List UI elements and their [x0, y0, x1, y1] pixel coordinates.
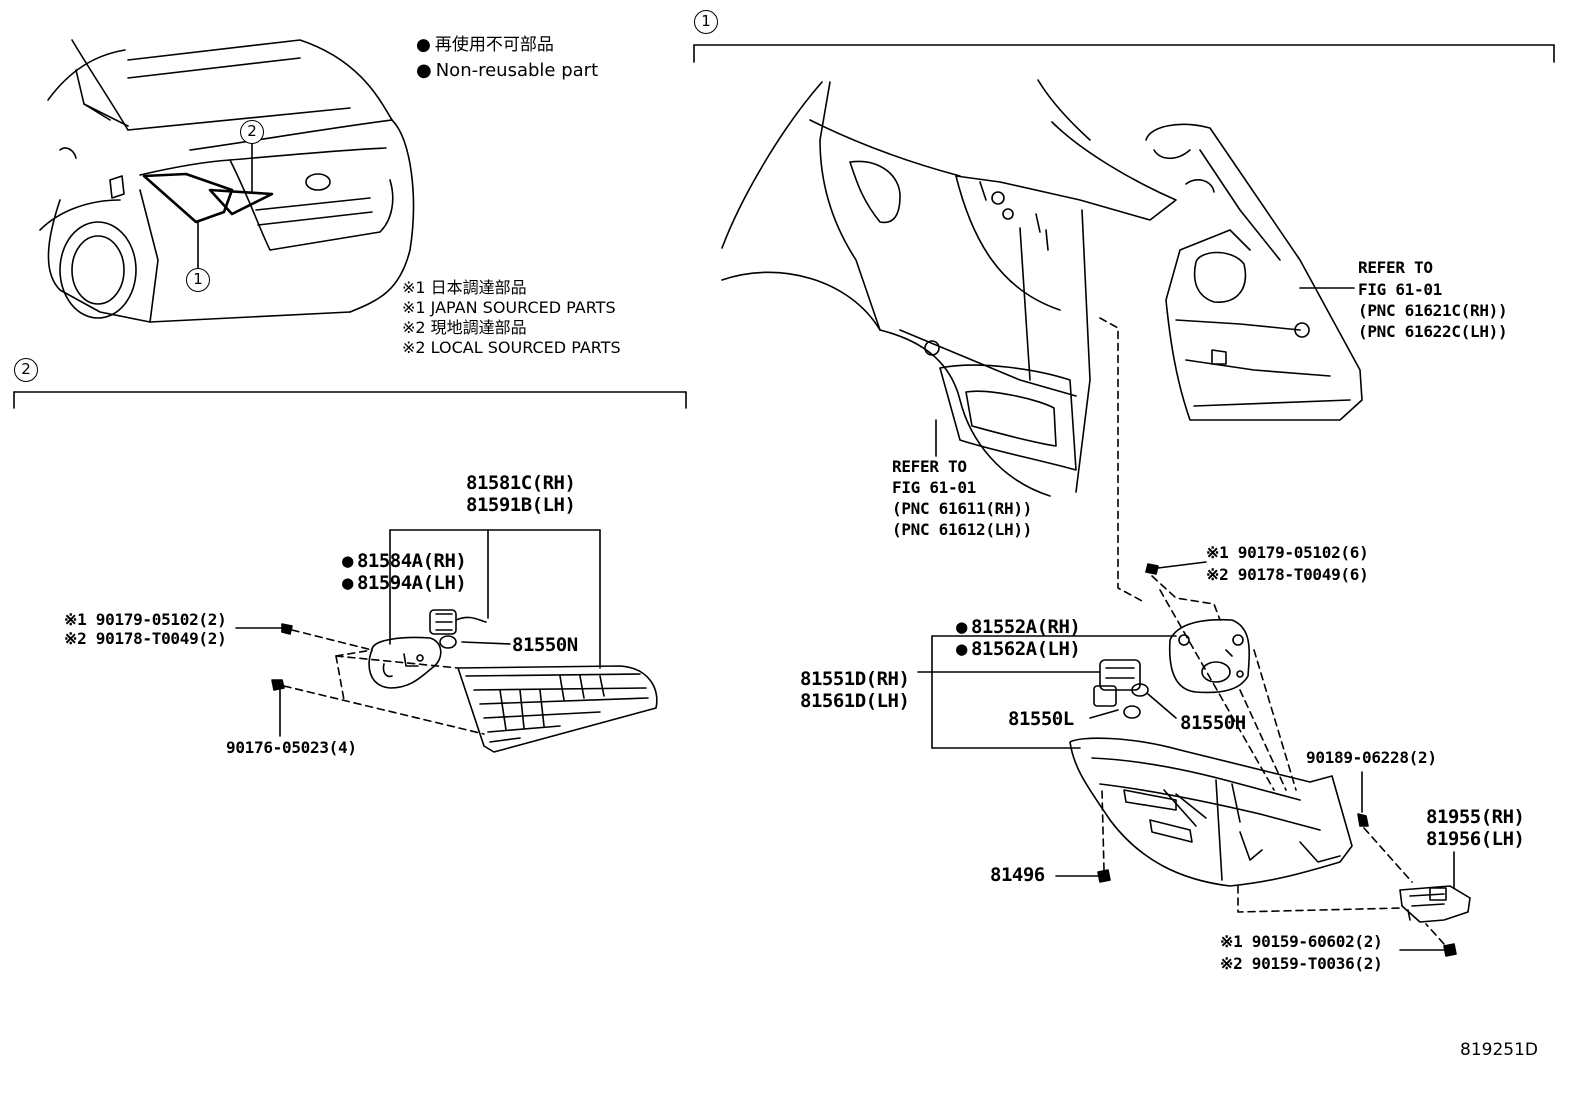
ref-b-1: REFER TO: [1358, 258, 1433, 277]
label-81562A: 81562A(LH): [956, 638, 1081, 660]
label-81550H: 81550H: [1180, 712, 1246, 734]
section2-bracket: [13, 391, 687, 409]
ref-b-3: (PNC 61621C(RH)): [1358, 301, 1508, 320]
label-81955: 81955(RH): [1426, 806, 1525, 828]
legend-nonreusable-jp: 再使用不可部品: [416, 34, 554, 56]
bracket-81955: [1399, 885, 1471, 923]
label-81594A: 81594A(LH): [342, 572, 467, 594]
section-marker-2: 2: [14, 358, 38, 382]
label-s1-90159: ※1 90159-60602(2): [1220, 932, 1383, 951]
lamp-gasket-81552A: [1168, 618, 1250, 694]
note2-jp: ※2 現地調達部品: [402, 318, 527, 337]
label-s2-90178-a: ※2 90178-T0049(2): [64, 629, 227, 648]
socket-and-wire-81584A: [429, 609, 487, 649]
ref-a-3: (PNC 61611(RH)): [892, 499, 1032, 518]
label-81561D: 81561D(LH): [800, 690, 910, 712]
clip-81496: [1097, 869, 1111, 883]
note1-en: ※1 JAPAN SOURCED PARTS: [402, 298, 616, 317]
label-81496: 81496: [990, 864, 1045, 886]
screw-90179-a: [281, 623, 293, 635]
ref-a-1: REFER TO: [892, 457, 967, 476]
socket-wire-81550L: [1093, 659, 1149, 719]
label-s1-90179-b: ※1 90179-05102(6): [1206, 543, 1369, 562]
label-90189: 90189-06228(2): [1306, 748, 1437, 767]
ref-b-2: FIG 61-01: [1358, 280, 1442, 299]
inner-quarter-panel: [1145, 123, 1363, 421]
label-81581C: 81581C(RH): [466, 472, 576, 494]
rear-combination-lamp: [1069, 737, 1353, 887]
ref-a-2: FIG 61-01: [892, 478, 976, 497]
label-81550L: 81550L: [1008, 708, 1074, 730]
label-81956: 81956(LH): [1426, 828, 1525, 850]
label-s2-90159: ※2 90159-T0036(2): [1220, 954, 1383, 973]
bolt-90159: [1443, 943, 1457, 957]
label-81584A: 81584A(RH): [342, 550, 467, 572]
car-rear-illustration: [39, 39, 415, 323]
note2-en: ※2 LOCAL SOURCED PARTS: [402, 338, 621, 357]
legend-nonreusable-en: Non-reusable part: [416, 60, 598, 82]
inner-tail-lamp-assembly: [457, 665, 658, 753]
figure-code: 819251D: [1460, 1040, 1538, 1060]
label-81591B: 81591B(LH): [466, 494, 576, 516]
label-81550N: 81550N: [512, 634, 578, 656]
ref-a-4: (PNC 61612(LH)): [892, 520, 1032, 539]
quarter-panel: [721, 79, 1177, 497]
label-s1-90179-a: ※1 90179-05102(2): [64, 610, 227, 629]
section-marker-1: 1: [694, 10, 718, 34]
section1-bracket: [693, 44, 1555, 63]
label-90176: 90176-05023(4): [226, 738, 357, 757]
label-s2-90178-b: ※2 90178-T0049(6): [1206, 565, 1369, 584]
callout-2-car: 2: [240, 120, 264, 144]
clip-90189: [1357, 813, 1369, 827]
screw-90179-b: [1145, 563, 1159, 575]
inner-lamp-gasket: [368, 636, 442, 689]
callout-1-car: 1: [186, 268, 210, 292]
label-81552A: 81552A(RH): [956, 616, 1081, 638]
note1-jp: ※1 日本調達部品: [402, 278, 527, 297]
screw-90176: [271, 679, 285, 691]
label-81551D: 81551D(RH): [800, 668, 910, 690]
ref-b-4: (PNC 61622C(LH)): [1358, 322, 1508, 341]
